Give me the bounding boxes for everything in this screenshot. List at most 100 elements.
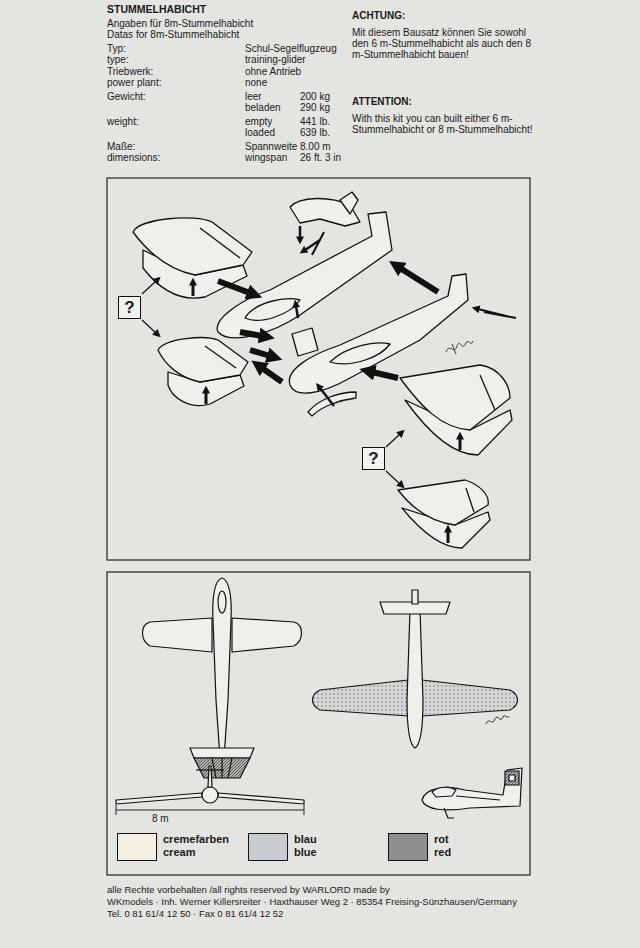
assembly-arrow — [193, 226, 506, 543]
assembly-arrow — [447, 531, 450, 543]
assembly-arrow — [305, 240, 320, 250]
spec-key: Typ: — [107, 43, 126, 54]
spec-value: wingspan — [245, 152, 287, 163]
option-mark: ? — [124, 299, 134, 317]
option-box: ? — [118, 296, 141, 319]
assembly-arrow — [240, 332, 262, 336]
three-view — [432, 787, 456, 797]
legend-text: rot red — [434, 833, 451, 859]
three-view — [232, 618, 302, 652]
footer-text: Tel. 0 81 61/4 12 50 · Fax 0 81 61/4 12 … — [107, 908, 283, 919]
legend-item: cremefarben cream — [117, 833, 229, 861]
exploded-view — [292, 328, 318, 356]
footer-text: WKmodels · Inh. Werner Killersreiter · H… — [107, 896, 517, 907]
signature — [486, 716, 509, 724]
three-view — [407, 596, 423, 748]
spec-value: 441 lb. — [300, 116, 330, 127]
dimension-label: 8 m — [150, 813, 171, 824]
panel-frame — [107, 572, 530, 875]
three-view — [116, 578, 522, 818]
assembly-arrow — [299, 226, 302, 238]
spec-value: none — [245, 77, 267, 88]
spec-key: dimensions: — [107, 152, 160, 163]
spec-key: Triebwerk: — [107, 66, 153, 77]
exploded-view — [245, 299, 300, 320]
three-view — [444, 808, 454, 818]
assembly-arrow — [218, 281, 250, 293]
exploded-view — [398, 480, 488, 525]
exploded-view — [200, 228, 240, 258]
legend-text: blau blue — [294, 833, 317, 859]
spec-key: weight: — [107, 116, 139, 127]
assembly-arrow — [296, 306, 298, 318]
panel-frame — [107, 178, 530, 560]
signature — [446, 341, 473, 354]
dimension-line — [116, 805, 117, 815]
assembly-arrow — [459, 438, 462, 450]
spec-value: Schul-Segelflugzeug — [245, 43, 337, 54]
three-view — [196, 769, 224, 770]
three-view — [505, 771, 519, 785]
color-swatch — [248, 833, 288, 861]
spec-heading: Datas for 8m-Stummelhabicht — [107, 29, 239, 40]
three-view — [143, 618, 213, 652]
three-view — [194, 758, 250, 778]
assembly-arrow — [262, 368, 282, 382]
exploded-view — [217, 212, 392, 338]
spec-value: empty — [245, 116, 272, 127]
option-leader — [142, 281, 156, 294]
spec-value: 290 kg — [300, 102, 330, 113]
dimension-line — [304, 805, 305, 815]
three-view — [412, 590, 418, 604]
spec-value: 639 lb. — [300, 127, 330, 138]
note-heading: ACHTUNG: — [352, 10, 405, 21]
spec-key: Maße: — [107, 141, 135, 152]
assembly-arrow — [372, 372, 398, 378]
color-swatch — [117, 833, 157, 861]
exploded-view — [133, 218, 252, 275]
exploded-view — [330, 343, 390, 364]
three-view — [422, 680, 518, 716]
signature — [446, 341, 509, 724]
panel-frame — [107, 178, 530, 875]
option-box: ? — [362, 447, 385, 470]
spec-value: loaded — [245, 127, 275, 138]
spec-key: power plant: — [107, 77, 161, 88]
assembly-arrow — [205, 392, 208, 404]
three-view — [212, 758, 232, 778]
color-swatch — [388, 833, 428, 861]
exploded-view — [205, 346, 236, 368]
option-leader — [386, 434, 400, 447]
spec-value: 8.00 m — [300, 141, 331, 152]
exploded-view — [158, 338, 248, 382]
exploded-view — [340, 192, 358, 214]
legend-item: blau blue — [248, 833, 317, 861]
exploded-view — [133, 192, 516, 548]
assembly-arrow — [478, 309, 506, 316]
spec-value: 26 ft. 3 in — [300, 152, 341, 163]
dimension-line — [116, 805, 304, 815]
legend-item: rot red — [388, 833, 451, 861]
option-leader — [386, 471, 400, 484]
spec-value: ohne Antrieb — [245, 66, 301, 77]
spec-value: Spannweite — [245, 141, 297, 152]
option-leader — [142, 281, 400, 484]
spec-value: training-glider — [245, 54, 306, 65]
exploded-view — [480, 375, 495, 410]
legend-text: cremefarben cream — [163, 833, 229, 859]
three-view — [218, 591, 226, 613]
footer-text: alle Rechte vorbehalten /all rights rese… — [107, 884, 390, 895]
spec-value: leer — [245, 91, 262, 102]
spec-value: 200 kg — [300, 91, 330, 102]
exploded-view — [400, 365, 510, 430]
sheet-title: STUMMELHABICHT — [107, 4, 206, 15]
option-leader — [142, 320, 156, 333]
three-view — [213, 578, 231, 758]
three-view — [456, 796, 500, 800]
note-text: Mit diesem Bausatz können Sie sowohl den… — [352, 27, 537, 60]
three-view — [208, 766, 212, 787]
three-view — [116, 793, 202, 804]
spec-heading: Angaben für 8m-Stummelhabicht — [107, 18, 253, 29]
assembly-arrow — [192, 284, 195, 296]
spec-value: beladen — [245, 102, 281, 113]
